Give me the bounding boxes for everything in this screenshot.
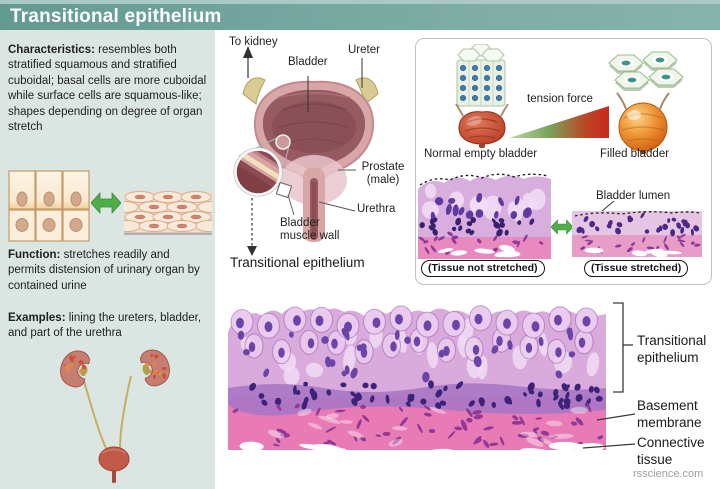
label-to-kidney: To kidney — [229, 36, 278, 48]
examples-label: Examples: — [8, 312, 66, 324]
stretch-comparison-panel: tension force Normal empty bladder Fille… — [415, 38, 712, 285]
characteristics-label: Characteristics: — [8, 44, 95, 56]
info-panel: Characteristics: resembles both stratifi… — [0, 30, 215, 489]
cuboidal-cells-icon — [8, 170, 90, 242]
label-filled-bladder: Filled bladder — [600, 148, 670, 160]
diagram-caption: Transitional epithelium — [230, 255, 365, 270]
empty-bladder-icon — [455, 103, 509, 148]
label-urethra: Urethra — [357, 203, 396, 215]
watermark: rsscience.com — [633, 468, 704, 480]
label-prostate: Prostate (male) — [361, 161, 405, 187]
label-empty-bladder: Normal empty bladder — [424, 148, 538, 160]
double-arrow-icon — [91, 192, 121, 214]
examples-paragraph: Examples: lining the ureters, bladder, a… — [8, 312, 202, 340]
label-ureter: Ureter — [348, 44, 380, 56]
stacked-cells-icon — [456, 44, 506, 107]
badge-stretched: (Tissue stretched) — [584, 260, 689, 277]
function-paragraph: Function: stretches readily and permits … — [8, 249, 200, 292]
pointer-lines — [582, 302, 636, 449]
label-connective-tissue: Connective tissue — [637, 435, 705, 467]
tension-gradient-icon — [509, 106, 609, 138]
page-title: Transitional epithelium — [10, 6, 222, 27]
label-bladder: Bladder — [288, 56, 328, 68]
micrograph-unstretched — [418, 167, 551, 259]
stretched-cells-icon — [124, 191, 212, 235]
badge-not-stretched: (Tissue not stretched) — [421, 260, 545, 277]
label-basement-membrane: Basement membrane — [637, 398, 702, 430]
label-bladder-lumen: Bladder lumen — [596, 190, 671, 202]
filled-bladder-icon — [616, 92, 670, 154]
urinary-system-illustration — [60, 349, 170, 483]
characteristics-paragraph: Characteristics: resembles both stratifi… — [8, 44, 207, 134]
flattened-cells-icon — [608, 51, 684, 91]
label-transitional-epithelium: Transitional epithelium — [637, 333, 707, 365]
bladder-anatomy-illustration — [233, 46, 379, 256]
label-tension-force: tension force — [527, 93, 593, 105]
micrograph-main — [228, 298, 606, 463]
micrograph-stretched — [572, 200, 702, 258]
title-bar: Transitional epithelium — [0, 0, 720, 30]
function-label: Function: — [8, 249, 61, 261]
double-arrow-icon — [551, 219, 573, 235]
label-muscle-wall: Bladder muscle wall — [280, 217, 340, 243]
